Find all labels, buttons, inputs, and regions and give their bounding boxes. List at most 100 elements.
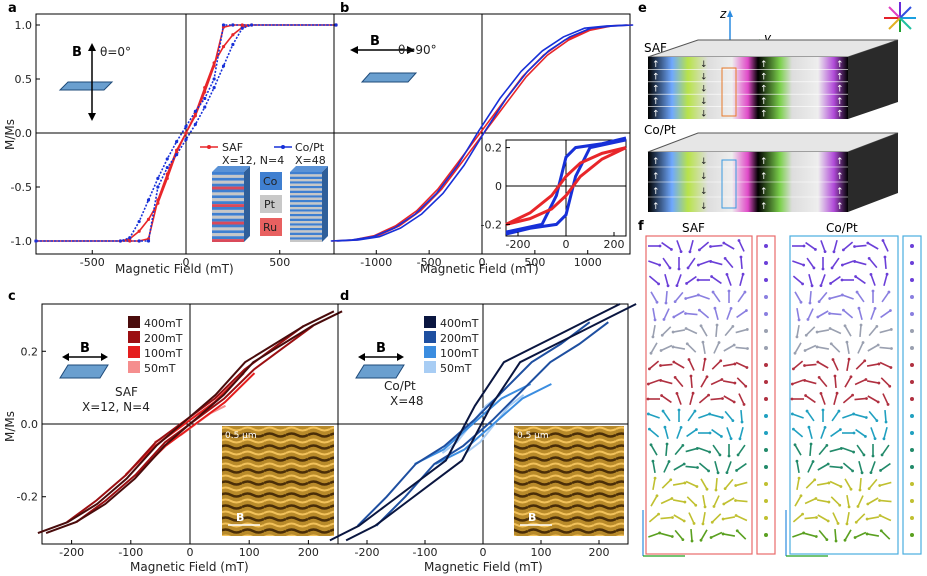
spin-arrow — [673, 463, 685, 471]
stack-side — [322, 166, 328, 242]
spin-head — [856, 505, 860, 508]
spin-head — [683, 500, 687, 504]
spin-head — [651, 459, 655, 463]
spin-head — [888, 384, 892, 388]
spin-head — [707, 393, 710, 397]
spin-arrow — [834, 375, 837, 389]
spin-arrow — [796, 477, 800, 491]
spin-head — [815, 345, 819, 349]
spin-arrow — [726, 461, 732, 473]
side-spin — [764, 244, 768, 248]
spin-arrow — [879, 499, 892, 503]
data-point — [156, 198, 160, 202]
spin-head — [821, 267, 825, 271]
legend-label: 400mT — [440, 317, 479, 330]
spin-arrow — [829, 447, 842, 453]
panel-c-scalebar-label: 0.5 μm — [225, 431, 257, 441]
spin-arrow — [663, 308, 670, 320]
spin-glyph: ↑ — [760, 187, 768, 197]
spin-head — [864, 416, 868, 419]
spin-head — [657, 512, 660, 516]
side-spin — [910, 448, 914, 452]
axis-z-label: z — [719, 7, 727, 21]
spin-arrow — [688, 359, 695, 371]
stack-side — [244, 166, 250, 242]
spin-glyph: ↓ — [700, 97, 708, 107]
spin-arrow — [854, 244, 867, 248]
spin-head — [696, 278, 700, 282]
y-tick-label: 0.0 — [15, 127, 33, 140]
side-spin — [910, 533, 914, 537]
spin-arrow — [805, 241, 816, 251]
data-point — [203, 86, 207, 90]
legend-copt-label: Co/Pt — [295, 141, 325, 154]
spin-head — [890, 347, 893, 350]
spin-head — [745, 366, 749, 369]
spin-arrow — [817, 514, 829, 522]
layer — [212, 209, 244, 213]
spin-arrow — [859, 477, 862, 491]
spin-head — [839, 428, 842, 431]
spin-head — [851, 469, 854, 473]
x-tick-label: -200 — [59, 546, 84, 559]
side-spin — [910, 244, 914, 248]
spin-arrow — [661, 326, 672, 336]
spin-arrow — [661, 394, 672, 404]
spin-head — [867, 257, 871, 260]
loop-400mT — [329, 303, 637, 542]
legend-label: 50mT — [144, 362, 176, 375]
data-point — [156, 176, 160, 180]
spin-arrow — [830, 428, 841, 438]
spin-head — [803, 349, 807, 352]
side-spin — [910, 397, 914, 401]
spin-head — [865, 397, 868, 400]
layer — [212, 221, 244, 225]
inset-curve — [505, 138, 627, 236]
spin-arrow — [665, 443, 668, 457]
spin-arrow — [881, 291, 890, 303]
layer — [212, 230, 244, 234]
spin-arrow — [687, 257, 696, 269]
data-point — [146, 198, 151, 202]
spin-arrow — [690, 528, 693, 542]
spin-arrow — [689, 392, 694, 406]
spin-head — [835, 391, 839, 395]
spin-head — [842, 248, 845, 252]
x-tick-label: -500 — [80, 256, 105, 269]
spin-head — [734, 484, 738, 487]
spin-arrow — [844, 478, 852, 490]
spin-glyph: ↓ — [700, 172, 708, 182]
spin-arrow — [722, 363, 736, 367]
spin-arrow — [698, 294, 710, 300]
spin-arrow — [880, 530, 891, 540]
panel-a-data-points — [34, 23, 338, 243]
panel-d-arrow-right-icon — [397, 353, 404, 361]
spin-head — [880, 453, 884, 457]
spin-head — [852, 412, 856, 416]
layer — [290, 230, 322, 233]
spin-arrow — [855, 428, 866, 438]
spin-head — [865, 532, 869, 536]
copt-layer-lines: ↑↑↑↑↓↓↓↓↑↑↑↑↑↑↑↑ — [648, 157, 848, 212]
spin-head — [735, 469, 738, 472]
spin-head — [876, 343, 880, 347]
spin-head — [889, 366, 893, 369]
spin-arrow — [807, 308, 814, 320]
spin-arrow — [804, 344, 817, 352]
data-point — [193, 109, 197, 113]
spin-arrow — [737, 291, 746, 303]
spin-head — [836, 522, 840, 525]
legend-label: 400mT — [144, 317, 183, 330]
spin-head — [871, 454, 875, 458]
spin-head — [658, 244, 662, 248]
spin-head — [648, 367, 651, 371]
spin-arrow — [715, 477, 718, 491]
spin-arrow — [804, 497, 817, 505]
loop-200mT — [356, 321, 609, 527]
data-point — [212, 77, 216, 81]
layer — [212, 195, 244, 199]
spin-arrow — [816, 499, 830, 503]
